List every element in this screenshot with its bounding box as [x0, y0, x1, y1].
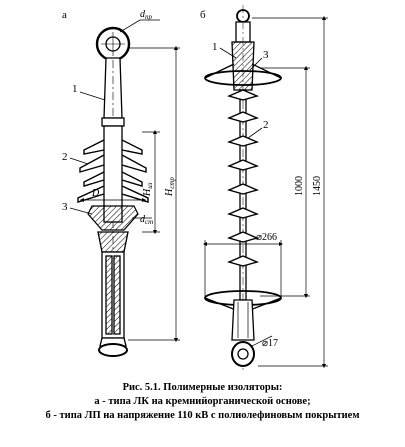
panel-a-label: а [62, 9, 67, 21]
d-st-label: dст [140, 214, 153, 226]
part-2-label-b: 2 [263, 119, 269, 131]
insulator-b [204, 5, 282, 370]
D-label: D [91, 188, 100, 199]
dim-17-label: ⌀17 [262, 338, 278, 349]
dim-1000-label: 1000 [294, 176, 305, 196]
part-3-label-a: 3 [62, 201, 68, 213]
h-str-label: Нстр [164, 177, 176, 197]
caption-line-2: а - типа ЛК на кремнийорганической основ… [94, 396, 311, 407]
insulator-a [77, 26, 149, 357]
part-3-label-b: 3 [263, 49, 269, 61]
sheds-b [226, 89, 260, 267]
part-1-label-a: 1 [72, 83, 78, 95]
caption-line-1: Рис. 5.1. Полимерные изоляторы: [122, 382, 283, 393]
dim-266-label: ⌀266 [256, 232, 277, 243]
h-iz-label: Низ [142, 182, 154, 197]
dim-1450-label: 1450 [312, 176, 323, 196]
bottom-fitting-b [231, 299, 255, 341]
caption-line-3: б - типа ЛП на напряжение 110 кВ с полио… [45, 410, 360, 421]
sheds-a [77, 139, 149, 203]
part-1-label-b: 1 [212, 41, 218, 53]
part-2-label-a: 2 [62, 151, 68, 163]
insulator-figure: а dпр 1 2 [62, 5, 328, 370]
dimensions-a [79, 45, 180, 343]
panel-b-label: б [200, 9, 206, 21]
dimensions-b [202, 15, 328, 369]
end-fitting-a [87, 205, 139, 231]
figure-caption: Рис. 5.1. Полимерные изоляторы: а - типа… [0, 381, 405, 423]
d-pr-label: dпр [140, 9, 153, 21]
